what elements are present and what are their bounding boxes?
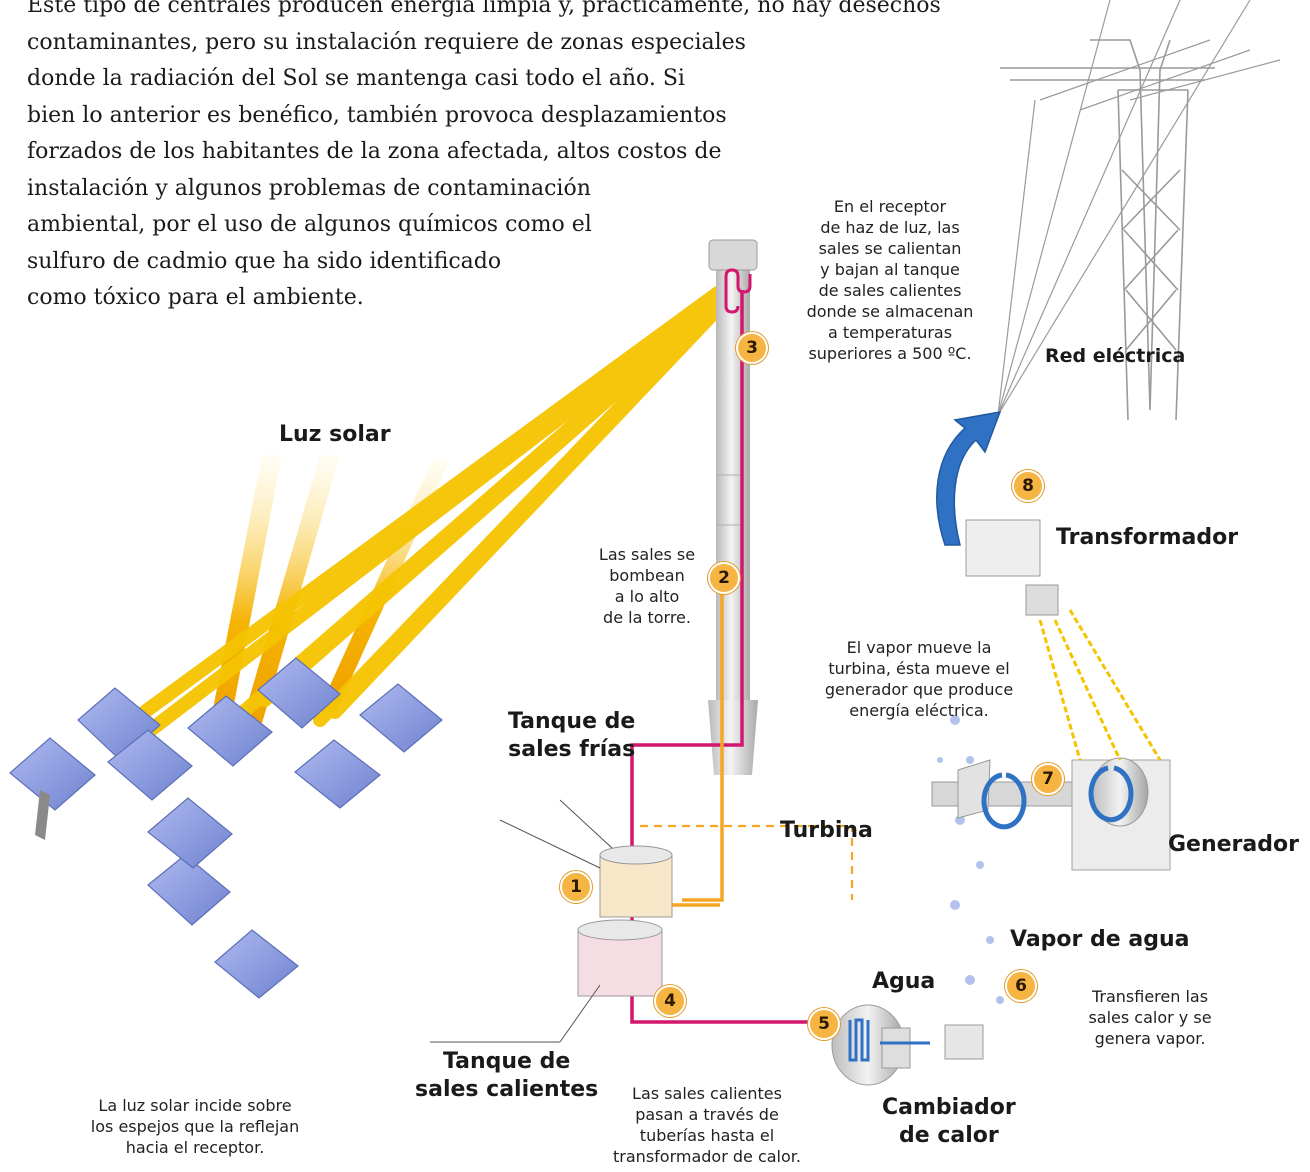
note-line: Transfieren las: [1091, 987, 1209, 1006]
note-line: tuberías hasta el: [639, 1126, 775, 1145]
step-badge-7: 7: [1032, 763, 1064, 795]
note-line: La luz solar incide sobre: [98, 1096, 292, 1115]
label-red-electrica: Red eléctrica: [1045, 345, 1186, 367]
note-vapor-turbina: El vapor mueve la turbina, ésta mueve el…: [814, 637, 1024, 721]
intro-line: ambiental, por el uso de algunos químico…: [27, 212, 592, 237]
label-line: Tanque de: [508, 709, 636, 734]
label-line: sales calientes: [415, 1077, 599, 1102]
label-vapor-de-agua: Vapor de agua: [1010, 927, 1190, 952]
note-line: El vapor mueve la: [846, 638, 992, 657]
note-transfieren: Transfieren las sales calor y se genera …: [1075, 986, 1225, 1049]
note-espejos: La luz solar incide sobre los espejos qu…: [50, 1095, 340, 1158]
intro-line: Este tipo de centrales producen energía …: [27, 0, 941, 18]
label-line: Tanque de: [442, 1049, 571, 1074]
note-line: donde se almacenan: [806, 302, 974, 321]
label-agua: Agua: [872, 969, 936, 994]
label-tanque-sales-frias: Tanque de sales frías: [508, 708, 635, 764]
mirror-panels: [9, 657, 443, 999]
note-line: transformador de calor.: [613, 1147, 801, 1166]
step-badge-2: 2: [708, 562, 740, 594]
label-line: Cambiador: [882, 1095, 1016, 1120]
label-generador: Generador: [1168, 832, 1299, 857]
intro-line: contaminantes, pero su instalación requi…: [27, 29, 746, 55]
intro-line: como tóxico para el ambiente.: [27, 285, 364, 310]
intro-line: forzados de los habitantes de la zona af…: [27, 139, 722, 164]
turbine-generator: [931, 757, 1171, 871]
note-line: Las sales se: [598, 545, 696, 564]
step-badge-8: 8: [1012, 470, 1044, 502]
note-line: energía eléctrica.: [849, 701, 989, 720]
label-cambiador-de-calor: Cambiador de calor: [882, 1094, 1016, 1150]
note-line: sales calor y se: [1088, 1008, 1212, 1027]
intro-line: sulfuro de cadmio que ha sido identifica…: [27, 248, 502, 274]
step-badge-1: 1: [560, 871, 592, 903]
tanks: [430, 799, 673, 1043]
electricity-arrow: [936, 411, 1002, 546]
note-line: bombean: [609, 566, 685, 585]
step-badge-4: 4: [654, 985, 686, 1017]
intro-paragraph: Este tipo de centrales producen energía …: [27, 0, 1027, 317]
label-line: de calor: [899, 1123, 999, 1148]
receptor-coil: [724, 268, 752, 314]
note-line: a lo alto: [614, 587, 680, 606]
intro-line: donde la radiación del Sol se mantenga c…: [27, 66, 685, 91]
note-line: de sales calientes: [818, 281, 962, 300]
note-line: los espejos que la reflejan: [90, 1117, 300, 1136]
transformer: [965, 519, 1162, 761]
label-luz-solar: Luz solar: [279, 422, 391, 447]
intro-line: instalación y algunos problemas de conta…: [27, 175, 591, 201]
note-line: superiores a 500 ºC.: [808, 344, 972, 363]
note-tuberias: Las sales calientes pasan a través de tu…: [596, 1083, 818, 1167]
note-line: y bajan al tanque: [820, 260, 960, 279]
note-line: generador que produce: [824, 680, 1014, 699]
label-line: sales frías: [508, 737, 636, 762]
note-line: de la torre.: [603, 608, 691, 627]
note-receptor: En el receptor de haz de luz, las sales …: [785, 196, 995, 364]
note-bombean: Las sales se bombean a lo alto de la tor…: [582, 544, 712, 628]
note-line: sales se calientan: [818, 239, 962, 258]
label-transformador: Transformador: [1056, 525, 1239, 550]
note-line: de haz de luz, las: [820, 218, 960, 237]
note-line: hacia el receptor.: [125, 1138, 265, 1157]
note-line: turbina, ésta mueve el: [828, 659, 1010, 678]
step-badge-6: 6: [1005, 970, 1037, 1002]
step-badge-5: 5: [808, 1008, 840, 1040]
note-line: En el receptor: [833, 197, 947, 216]
label-tanque-sales-calientes: Tanque de sales calientes: [415, 1048, 598, 1104]
heat-exchanger: [831, 1004, 984, 1086]
note-line: a temperaturas: [827, 323, 953, 342]
label-turbina: Turbina: [780, 818, 873, 843]
salt-pipes: [630, 290, 854, 1024]
step-badge-3: 3: [736, 332, 768, 364]
note-line: Las sales calientes: [632, 1084, 782, 1103]
steam-dots: [937, 715, 1004, 1004]
reflected-rays: [113, 283, 735, 749]
note-line: genera vapor.: [1094, 1029, 1206, 1048]
note-line: pasan a través de: [635, 1105, 779, 1124]
power-pylon: [997, 0, 1281, 421]
intro-line: bien lo anterior es benéfico, también pr…: [27, 102, 727, 128]
